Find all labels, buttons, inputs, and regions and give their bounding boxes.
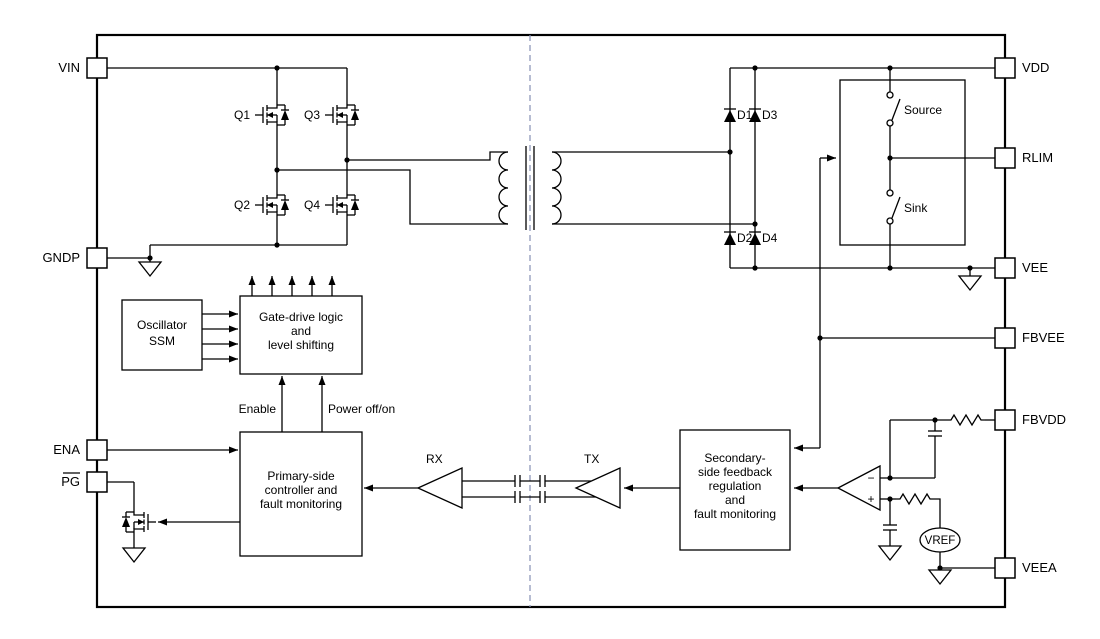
secondary-feedback-block [679,429,791,551]
pin-veea [994,557,1016,579]
primary-text-2: controller and [265,483,338,497]
gate-drive-text-1: Gate-drive logic [259,310,343,324]
label-power-off-on: Power off/on [328,402,395,416]
pin-label-vdd: VDD [1022,60,1049,75]
opamp-plus-input: + [867,492,874,506]
wiring-isolation-caps [462,475,596,503]
pin-vin [86,57,108,79]
chip-outline [95,33,1007,609]
pin-vdd [994,57,1016,79]
label-d3: D3 [762,108,778,122]
pin-rlim [994,147,1016,169]
pin-label-vin: VIN [58,60,80,75]
secondary-text-3: regulation [709,479,762,493]
label-source: Source [904,103,942,117]
mosfet-q4 [324,178,360,232]
transformer-primary-coil [498,151,509,225]
label-q3: Q3 [304,108,320,122]
pin-gndp [86,247,108,269]
label-q1: Q1 [234,108,250,122]
mosfet-q2 [254,178,290,232]
label-d1: D1 [737,108,753,122]
pin-label-fbvdd: FBVDD [1022,412,1066,427]
opamp-minus-input: − [867,471,874,485]
transformer [498,146,562,230]
pin-label-rlim: RLIM [1022,150,1053,165]
signal-arrows [107,154,838,526]
pin-fbvee [994,327,1016,349]
tx-buffer [574,466,621,510]
gate-drive-text-3: level shifting [268,338,334,352]
pin-label-veea: VEEA [1022,560,1057,575]
pin-label-pg: PG [61,474,80,489]
pin-pg [86,471,108,493]
pg-open-drain-mosfet [121,495,157,549]
pin-label-ena: ENA [53,442,80,457]
primary-controller-block [239,431,363,557]
error-amplifier [836,464,881,512]
pin-label-gndp: GNDP [42,250,80,265]
gate-drive-block [239,295,363,375]
mosfet-q1 [254,88,290,142]
rx-buffer [416,466,463,510]
gate-drive-text-2: and [291,324,311,338]
pin-fbvdd [994,409,1016,431]
primary-text-1: Primary-side [267,469,335,483]
secondary-text-4: and [725,493,745,507]
label-enable: Enable [239,402,277,416]
vref-resistor [896,492,934,506]
label-vref: VREF [925,535,956,547]
oscillator-text-2: SSM [149,334,175,348]
vref-source [919,527,961,553]
pin-label-vee: VEE [1022,260,1048,275]
source-sink-block [839,79,966,246]
ground-veea [927,569,953,586]
secondary-text-5: fault monitoring [694,507,776,521]
oscillator-block [121,299,203,371]
oscillator-text-1: Oscillator [137,318,187,332]
label-q2: Q2 [234,198,250,212]
diode-d1 [723,108,737,123]
secondary-text-2: side feedback [698,465,773,479]
mosfet-q3 [324,88,360,142]
label-sink: Sink [904,201,928,215]
label-d4: D4 [762,231,778,245]
ground-vref-cap [877,545,903,562]
pin-label-fbvee: FBVEE [1022,330,1065,345]
pin-ena [86,439,108,461]
diode-d2 [723,231,737,246]
pin-vee [994,257,1016,279]
current-limit-switches [886,91,894,225]
label-rx: RX [426,452,443,466]
fbvdd-resistor [947,413,985,427]
junction-dots [147,65,973,571]
label-q4: Q4 [304,198,320,212]
ground-gndp [137,261,163,278]
secondary-text-1: Secondary- [704,451,765,465]
ground-vee [957,275,983,292]
label-tx: TX [584,452,599,466]
label-d2: D2 [737,231,753,245]
primary-text-3: fault monitoring [260,497,342,511]
ground-pg [121,547,147,564]
transformer-secondary-coil [551,151,562,225]
wiring-primary [107,67,508,496]
